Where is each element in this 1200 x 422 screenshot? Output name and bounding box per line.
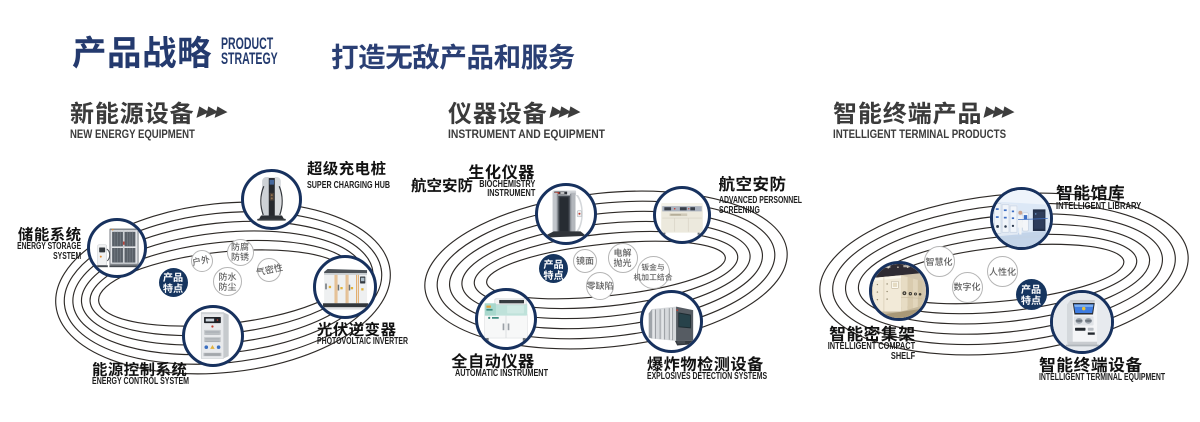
feature-electropolish: 电解 抛光 (607, 242, 638, 273)
feature-sheetmetal: 钣金与 机加工结合 (634, 256, 673, 289)
photovoltaic-inverter-node (313, 255, 377, 319)
section-title-row-new-energy: 新能源设备 ▶▶▶ (70, 94, 228, 129)
feature-waterproof: 防水 防尘 (213, 267, 242, 296)
personnel-screening-node (653, 185, 711, 244)
feature-outdoor: 户外 (190, 250, 213, 272)
intelligent-terminal-equipment-node (1050, 290, 1114, 354)
feature-humanized: 人性化 (987, 256, 1018, 287)
feature-intelligent: 智慧化 (923, 246, 955, 277)
triple-chevron-icon: ▶▶▶ (195, 100, 228, 121)
explosives-detection-node (639, 289, 703, 353)
feature-digital: 数字化 (951, 271, 983, 303)
feature-zero-defect: 零缺陷 (586, 271, 614, 300)
product-features-hub-2: 产品 特点 (539, 254, 568, 283)
automatic-instrument-photo (484, 298, 528, 341)
section-title-instrument: 仪器设备 (448, 94, 548, 129)
super-charging-hub-node (240, 168, 302, 230)
section-header-instrument: 仪器设备 ▶▶▶ INSTRUMENT AND EQUIPMENT (448, 94, 623, 141)
energy-control-node (181, 305, 244, 367)
biochemistry-instrument-node (535, 183, 597, 245)
energy-control-photo (200, 312, 229, 359)
feature-airtight: 气密性 (254, 258, 283, 282)
intelligent-compact-shelf-photo (872, 263, 926, 318)
biochemistry-instrument-photo (546, 190, 587, 238)
intelligent-compact-shelf-node (869, 260, 929, 321)
feature-anticorrosion: 防腐 防锈 (226, 238, 254, 266)
intelligent-terminal-equipment-photo (1053, 293, 1111, 351)
section-title-row-intelligent-terminal: 智能终端产品 ▶▶▶ (833, 94, 1039, 129)
energy-storage-node (87, 217, 147, 278)
section-title-row-instrument: 仪器设备 ▶▶▶ (448, 94, 623, 129)
automatic-instrument-node (475, 288, 537, 350)
intelligent-library-node (989, 186, 1053, 250)
triple-chevron-icon: ▶▶▶ (983, 100, 1016, 121)
section-title-intelligent-terminal: 智能终端产品 (833, 94, 983, 129)
page-title: 产品战略 (72, 25, 212, 75)
label-aviation-security-left: 航空安防 (411, 174, 474, 196)
section-subtitle-intelligent-terminal: INTELLIGENT TERMINAL PRODUCTS (833, 129, 1007, 141)
photovoltaic-inverter-photo (321, 269, 370, 310)
intelligent-library-photo (992, 189, 1050, 247)
section-subtitle-new-energy: NEW ENERGY EQUIPMENT (70, 129, 195, 141)
section-title-new-energy: 新能源设备 (70, 94, 195, 129)
personnel-screening-photo (661, 202, 703, 235)
product-features-hub-1: 产品 特点 (158, 267, 188, 297)
super-charging-hub-photo (256, 176, 286, 221)
section-header-intelligent-terminal: 智能终端产品 ▶▶▶ INTELLIGENT TERMINAL PRODUCTS (833, 94, 1039, 141)
energy-storage-photo (96, 228, 139, 267)
explosives-detection-photo (648, 306, 693, 345)
product-features-hub-3: 产品 特点 (1015, 278, 1047, 310)
section-subtitle-instrument: INSTRUMENT AND EQUIPMENT (448, 129, 606, 141)
feature-mirror: 镜面 (573, 249, 597, 273)
section-header-new-energy: 新能源设备 ▶▶▶ NEW ENERGY EQUIPMENT (70, 94, 228, 141)
triple-chevron-icon: ▶▶▶ (548, 100, 581, 121)
page-title-en: PRODUCT STRATEGY (221, 30, 278, 70)
page-slogan: 打造无敌产品和服务 (331, 35, 575, 75)
